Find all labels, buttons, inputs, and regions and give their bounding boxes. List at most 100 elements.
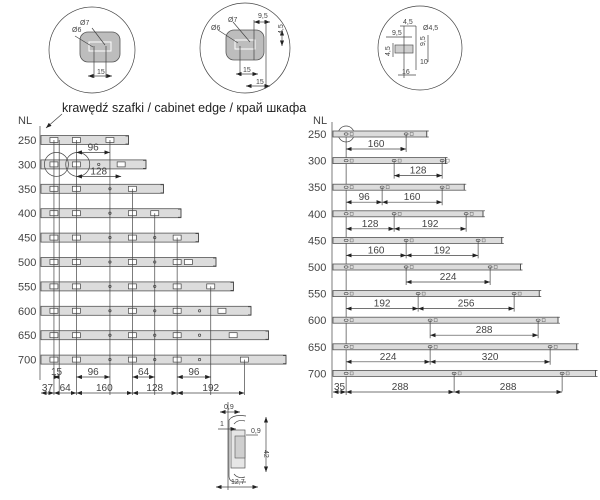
mounting-slot (349, 371, 354, 376)
slide-rail (332, 130, 428, 138)
dimension-label: 64 (60, 383, 72, 394)
profile-cross-section: 0,9 1 0,9 42 12,7 (216, 402, 269, 490)
mounting-hole (343, 345, 349, 349)
dimension-label: 160 (368, 245, 385, 256)
mounting-hole (97, 162, 101, 166)
dimension-label: 96 (359, 192, 371, 203)
right-axis-label: NL (313, 115, 327, 127)
slide-rail (40, 281, 234, 292)
rail-end-bracket (595, 370, 598, 377)
rail-end-bracket (426, 130, 429, 138)
mounting-slot (349, 185, 354, 189)
dimension-label: 37 (42, 383, 54, 394)
dimension-label: 64 (138, 367, 150, 378)
dimension-label: 224 (440, 272, 457, 283)
mounting-slot (421, 291, 426, 296)
mounting-slot (409, 238, 414, 243)
dimension-label: 192 (422, 219, 439, 230)
profile-width: 12,7 (231, 479, 245, 486)
dimension-label: 160 (368, 139, 385, 150)
rail-end-bracket (265, 330, 269, 340)
mounting-hole (198, 358, 202, 362)
label-10: 10 (420, 59, 428, 66)
mounting-slot (217, 307, 227, 314)
mounting-slot (517, 291, 522, 296)
rail-end-bracket (160, 184, 164, 194)
dimension-label: 192 (202, 383, 219, 394)
label-d4-5: Ø4,5 (423, 25, 438, 32)
slot-icon (234, 39, 256, 50)
mounting-slot (349, 238, 354, 243)
mounting-slot (409, 265, 414, 269)
row-label-nl: 550 (18, 281, 36, 293)
slot-icon (88, 41, 112, 52)
label-15b: 15 (256, 79, 264, 86)
mounting-slot (553, 345, 558, 349)
dimension-label: 288 (476, 325, 493, 336)
row-label-nl: 350 (308, 182, 326, 194)
mounting-slot (433, 345, 438, 349)
mounting-slot (445, 158, 450, 163)
slot-plate (79, 31, 121, 63)
mounting-slot (397, 158, 402, 163)
dimension-label: 15 (51, 367, 63, 378)
dimension-label: 288 (500, 382, 517, 393)
mounting-slot (493, 265, 498, 269)
slide-rail (332, 290, 540, 298)
mounting-slot (349, 345, 354, 349)
rail-end-bracket (557, 316, 560, 324)
dimension-label: 192 (434, 245, 451, 256)
mounting-hole (198, 333, 202, 337)
label-16: 16 (402, 69, 410, 76)
cabinet-edge-arrow (45, 113, 63, 129)
label-4-5: 4,5 (278, 24, 285, 34)
dimension-label: 128 (410, 166, 427, 177)
row-label-nl: 500 (18, 257, 36, 269)
slide-rail (332, 210, 484, 218)
detail-circle-outline (48, 6, 136, 94)
label-d7: Ø7 (80, 20, 89, 27)
mounting-slot (228, 332, 238, 339)
detail-circle-2: Ø6 Ø7 9,5 4,5 15 15 (199, 2, 291, 94)
mounting-slot (349, 291, 354, 296)
dimension-label: 128 (90, 166, 107, 177)
mounting-slot (565, 371, 570, 376)
rail-end-bracket (213, 257, 217, 267)
mounting-slot (481, 238, 486, 243)
label-4-5-top: 4,5 (403, 19, 413, 26)
rail-end-bracket (178, 208, 182, 218)
row-label-nl: 550 (308, 289, 326, 301)
mounting-hole (343, 265, 349, 269)
slide-rail (332, 236, 503, 244)
dimension-label: 192 (374, 299, 391, 310)
dimension-label: 128 (146, 383, 163, 394)
detail-circle-outline (377, 5, 463, 91)
row-label-nl: 250 (18, 135, 36, 147)
mounting-slot (385, 185, 390, 189)
rail-end-bracket (230, 282, 234, 291)
label-d6: Ø6 (211, 25, 220, 32)
rail-end-bracket (248, 306, 252, 316)
mounting-slot (349, 158, 354, 163)
mounting-slot (184, 259, 193, 265)
rail-end-bracket (445, 157, 448, 164)
mounting-slot (445, 185, 450, 189)
rail-end-bracket (482, 210, 485, 218)
rail-end-bracket (501, 237, 504, 244)
left-axis-label: NL (18, 115, 32, 127)
rail-end-bracket (125, 135, 129, 145)
dimension-label: 96 (188, 367, 200, 378)
detail-marker-circle (44, 152, 69, 177)
slide-rail (332, 369, 596, 377)
slot-plate (225, 29, 265, 61)
dimension-label: 224 (380, 352, 397, 363)
row-label-nl: 450 (308, 235, 326, 247)
profile-dim-1: 1 (220, 421, 224, 428)
row-label-nl: 350 (18, 184, 36, 196)
mounting-slot (409, 132, 414, 136)
mounting-slot (541, 318, 546, 322)
dimension-label: 128 (362, 219, 379, 230)
row-label-nl: 600 (308, 315, 326, 327)
